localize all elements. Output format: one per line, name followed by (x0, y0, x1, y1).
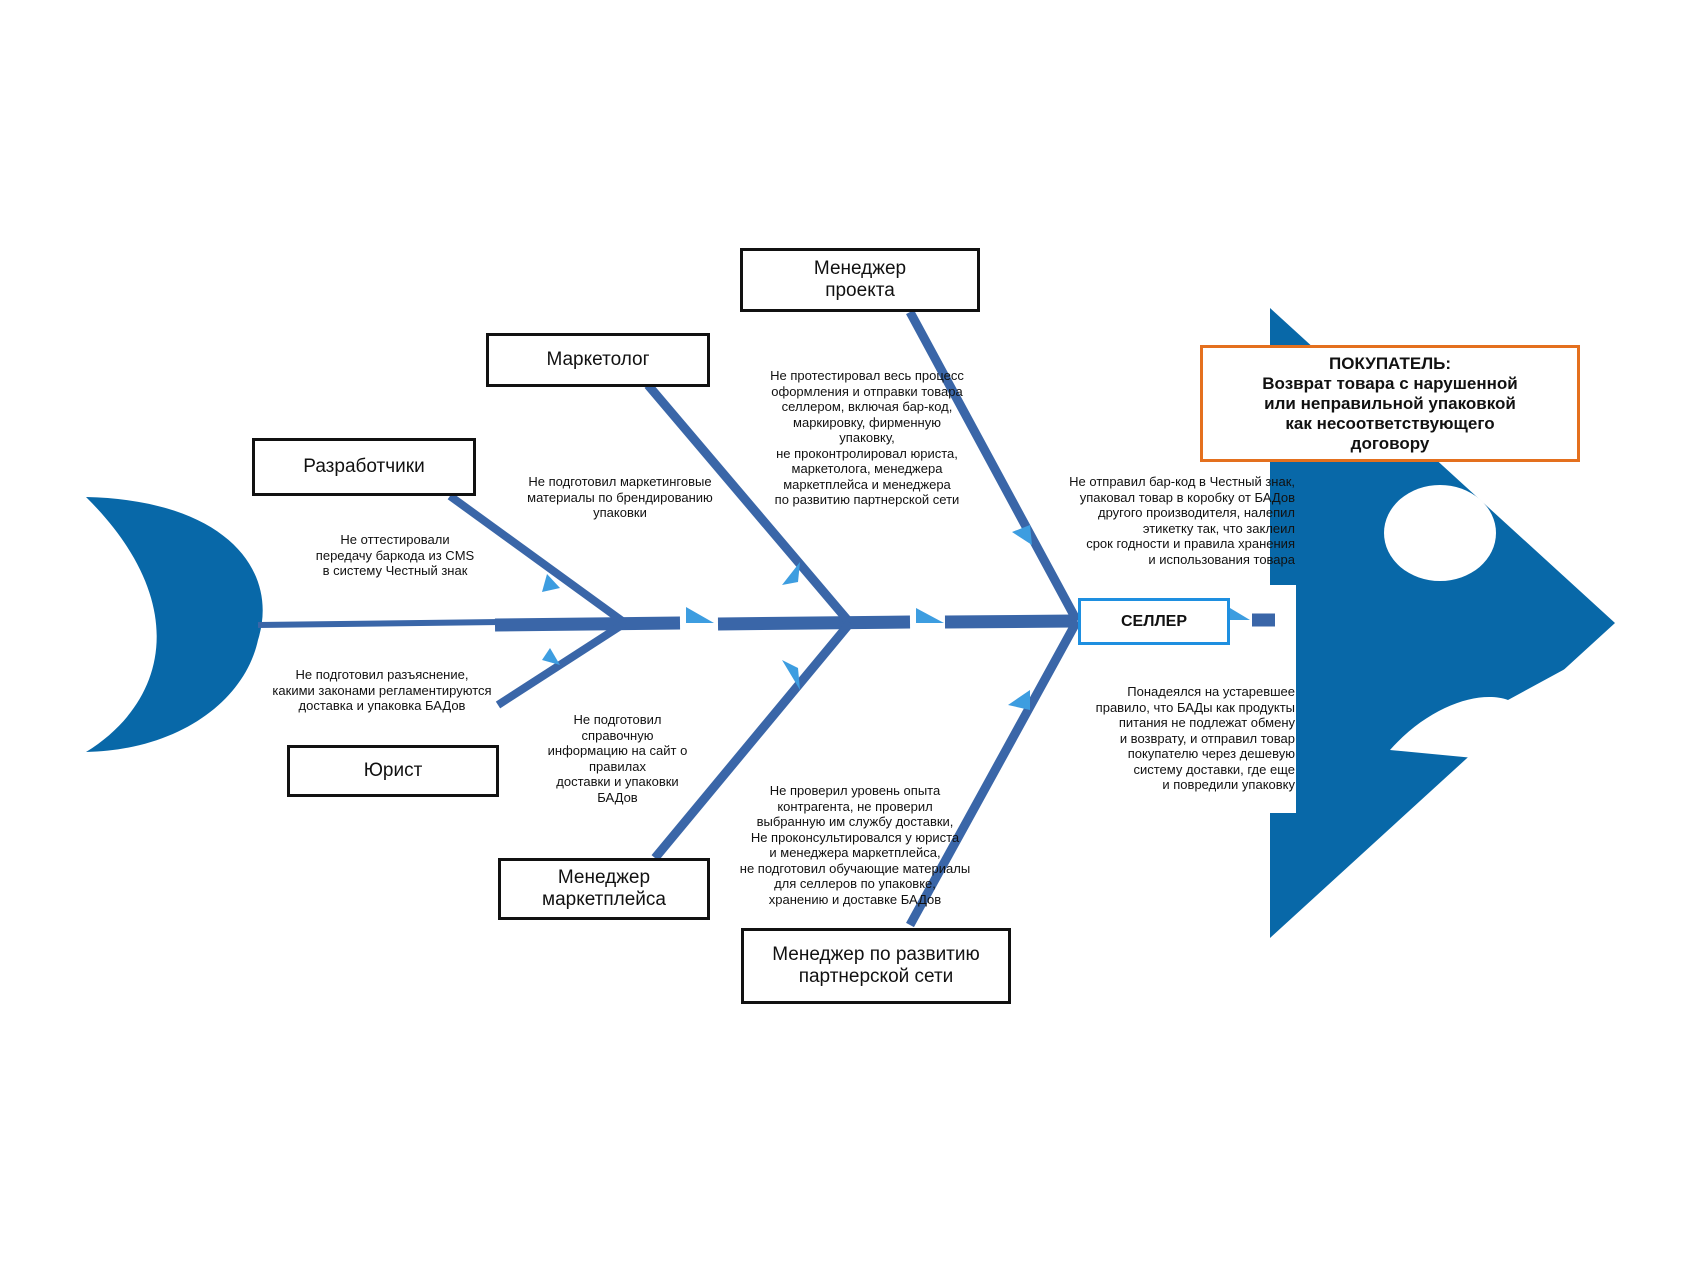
bone-developers (447, 492, 628, 627)
cause-marketplace-manager: Не подготовил справочную информацию на с… (547, 712, 688, 805)
bone-project-manager (906, 309, 1081, 624)
category-marketer: Маркетолог (486, 333, 710, 387)
cause-lawyer: Не подготовил разъяснение, какими закона… (272, 667, 492, 713)
fish-gill (1390, 650, 1600, 770)
cause-seller-bottom: Понадеялся на устаревшее правило, что БА… (1095, 684, 1295, 792)
category-lawyer: Юрист (287, 745, 499, 797)
category-seller: СЕЛЛЕР (1078, 598, 1230, 645)
category-project-manager: Менеджер проекта (740, 248, 980, 312)
arrow-icon (686, 607, 714, 623)
spine-tail-segment (257, 619, 501, 628)
effect-description: Возврат товара с нарушенной или неправил… (1262, 373, 1518, 453)
arrow-icon (1012, 525, 1032, 545)
cause-project-manager: Не протестировал весь процесс оформления… (770, 368, 964, 507)
arrow-icon (1008, 690, 1030, 710)
cause-partner-manager: Не проверил уровень опыта контрагента, н… (739, 783, 971, 907)
arrow-icon (1225, 605, 1250, 620)
fish-head (1270, 308, 1615, 938)
cause-marketer: Не подготовил маркетинговые материалы по… (527, 474, 713, 520)
fish-tail (86, 497, 263, 752)
arrow-icon (782, 660, 800, 690)
category-marketplace-manager: Менеджер маркетплейса (498, 858, 710, 920)
effect-title: ПОКУПАТЕЛЬ: (1329, 353, 1451, 373)
cause-seller-top: Не отправил бар-код в Честный знак, упак… (1069, 474, 1295, 567)
bone-marketplace-manager (651, 620, 854, 861)
arrow-icon (542, 648, 560, 665)
fish-eye (1384, 485, 1496, 581)
arrow-icon (542, 574, 560, 592)
spine-segment-3 (944, 614, 1076, 629)
bone-marketer (644, 382, 854, 626)
arrow-icon (782, 562, 800, 585)
category-developers: Разработчики (252, 438, 476, 496)
cause-developers: Не оттестировали передачу баркода из CMS… (315, 532, 475, 578)
effect-box: ПОКУПАТЕЛЬ: Возврат товара с нарушенной … (1200, 345, 1580, 462)
bone-partner-manager (906, 618, 1081, 928)
bone-lawyer (495, 619, 628, 709)
spine-segment-1 (494, 616, 681, 632)
arrow-icon (916, 608, 944, 623)
category-partner-manager: Менеджер по развитию партнерской сети (741, 928, 1011, 1004)
spine-segment-2 (717, 615, 911, 631)
